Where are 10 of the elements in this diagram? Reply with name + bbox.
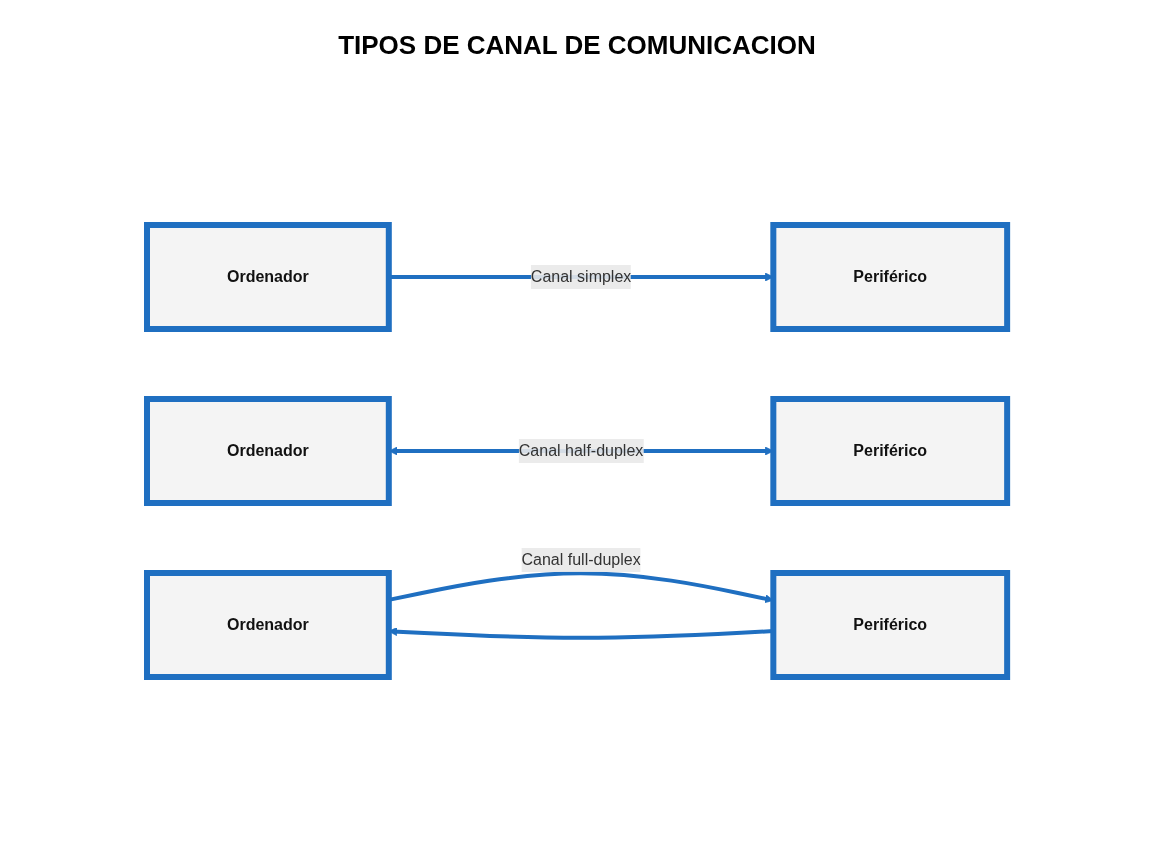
edge-label: Canal simplex (530, 268, 632, 285)
diagram-title: TIPOS DE CANAL DE COMUNICACION (337, 30, 817, 61)
node-box: Ordenador (143, 396, 392, 506)
edge-label: Canal full-duplex (521, 551, 641, 569)
edge-label: Canal half-duplex (518, 442, 644, 459)
node-box: Ordenador (143, 570, 392, 680)
node-box: Periférico (770, 570, 1011, 680)
node-box: Ordenador (143, 222, 392, 332)
node-box: Periférico (770, 396, 1011, 506)
node-box: Periférico (770, 222, 1011, 332)
